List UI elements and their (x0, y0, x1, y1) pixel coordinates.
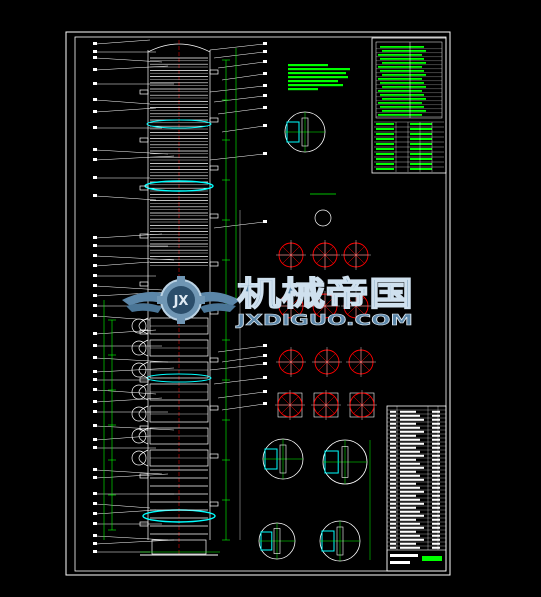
title-block (386, 405, 447, 572)
leaders-left (93, 39, 175, 553)
watermark: JX 机械帝国 JXDIGUO.COM (122, 273, 414, 329)
gear-wing-emblem-icon: JX (122, 276, 240, 324)
emblem-text: JX (173, 294, 189, 309)
inner-frame (74, 36, 447, 572)
watermark-title: 机械帝国 (237, 274, 413, 313)
section-views (275, 240, 377, 420)
design-data-table (371, 37, 447, 174)
technical-notes (288, 64, 350, 91)
watermark-subtitle: JXDIGUO.COM (235, 311, 413, 329)
leaders-right (209, 42, 267, 411)
outer-frame (65, 31, 451, 576)
detail-views (258, 111, 371, 562)
